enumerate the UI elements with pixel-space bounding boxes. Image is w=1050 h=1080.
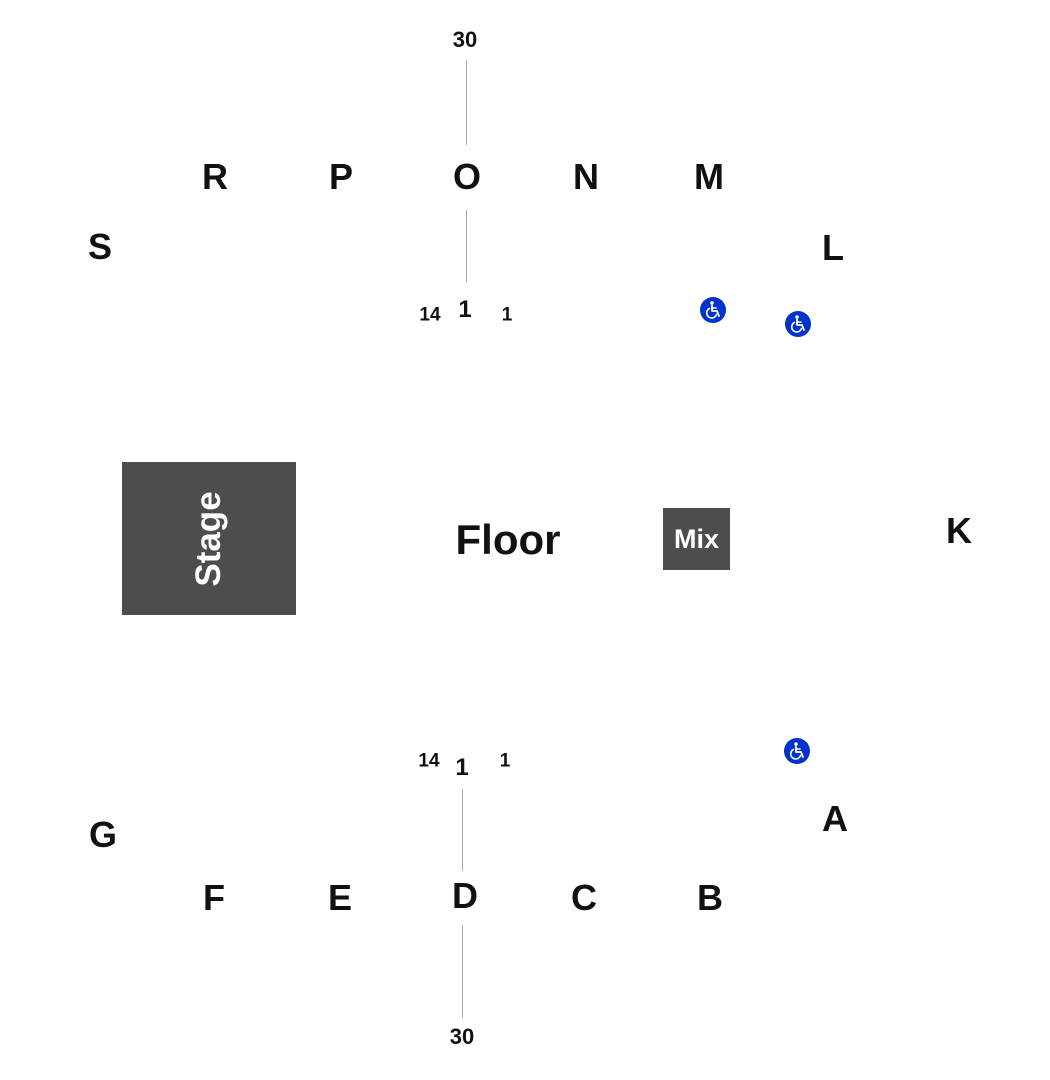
section-o[interactable]: O (452, 156, 482, 197)
stage-block[interactable]: Stage (122, 462, 296, 615)
section-d[interactable]: D (452, 875, 478, 916)
section-p[interactable]: P (328, 156, 354, 197)
wheelchair-icon[interactable] (700, 297, 726, 323)
section-d-seat-14-label: 14 (418, 750, 440, 772)
section-b[interactable]: B (697, 877, 723, 918)
floor-section[interactable]: Floor (455, 516, 561, 563)
section-d-row-line-top (462, 789, 463, 871)
section-s[interactable]: S (87, 226, 113, 267)
section-d-seat-1-label: 1 (499, 750, 511, 772)
section-c[interactable]: C (571, 877, 597, 918)
section-g[interactable]: G (88, 814, 118, 855)
section-o-seat-1-label: 1 (501, 304, 513, 326)
mix-position[interactable]: Mix (663, 508, 730, 570)
section-m[interactable]: M (694, 156, 724, 197)
section-f[interactable]: F (203, 877, 225, 918)
wheelchair-icon[interactable] (784, 738, 810, 764)
section-o-row-1-label: 1 (458, 296, 472, 323)
section-o-row-line-top (466, 60, 467, 145)
section-o-seat-14-label: 14 (419, 304, 441, 326)
wheelchair-icon[interactable] (785, 311, 811, 337)
section-d-row-30-label: 30 (449, 1024, 475, 1049)
section-o-row-30-label: 30 (452, 27, 478, 52)
section-d-row-1-label: 1 (455, 754, 469, 781)
section-o-row-line-bottom (466, 210, 467, 282)
section-l[interactable]: L (822, 227, 844, 268)
section-r[interactable]: R (202, 156, 228, 197)
section-a[interactable]: A (822, 798, 848, 839)
section-n[interactable]: N (573, 156, 599, 197)
stage-label: Stage (189, 490, 228, 587)
section-e[interactable]: E (327, 877, 353, 918)
section-d-row-line-bottom (462, 925, 463, 1018)
section-k[interactable]: K (946, 510, 972, 551)
